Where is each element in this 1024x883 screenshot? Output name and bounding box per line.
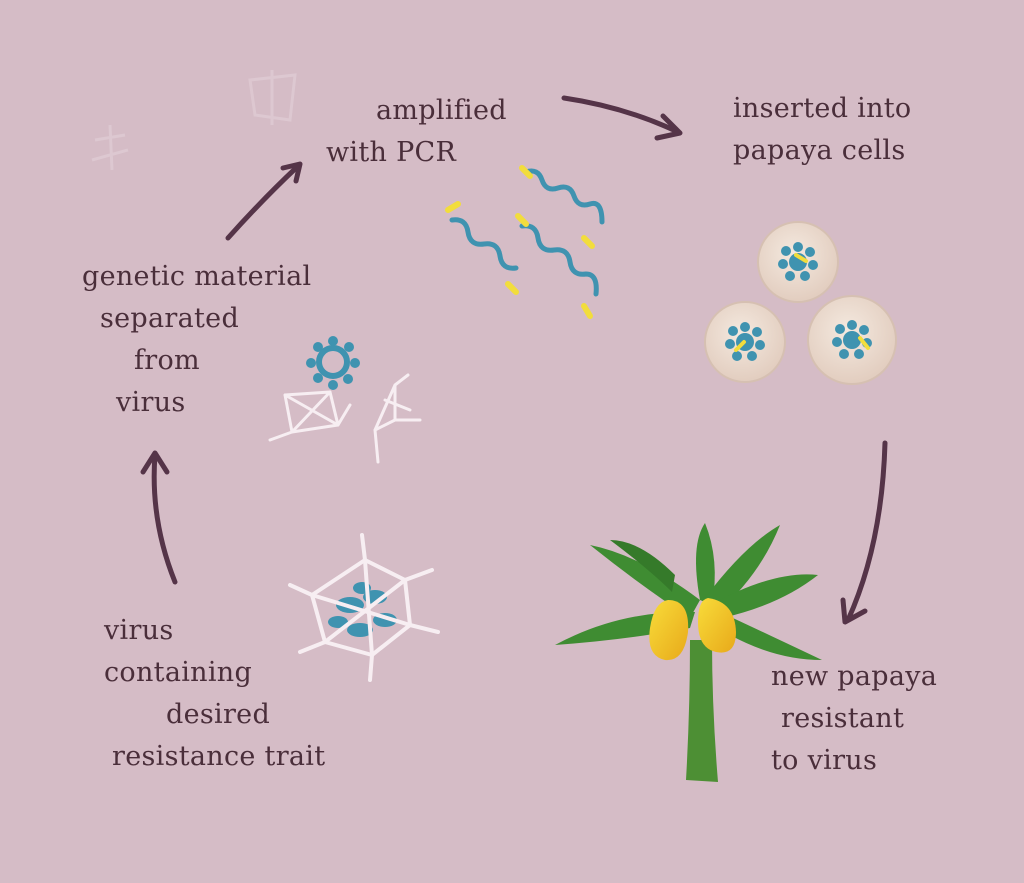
arrow-to-papaya — [840, 440, 888, 625]
papaya-cell — [757, 221, 839, 303]
papaya-cell-icon — [704, 221, 897, 385]
trunk — [686, 640, 718, 782]
arrow-to-amplified — [225, 161, 303, 241]
step-label-inserted: inserted into papaya cells — [733, 93, 912, 166]
dna-strand — [445, 201, 519, 295]
papaya-fruits — [649, 598, 736, 661]
dna-strand-icon — [445, 165, 605, 319]
dna-strand — [519, 165, 605, 249]
virus-shell — [288, 533, 440, 682]
leaves — [555, 523, 822, 660]
arrow-to-inserted — [561, 95, 683, 141]
papaya-cell — [807, 295, 897, 385]
step-label-amplified: amplified with PCR — [326, 95, 507, 168]
step-label-virus: virus containing desired resistance trai… — [104, 615, 326, 772]
capsid-fragments — [268, 373, 422, 464]
faint-sketch-marks — [91, 70, 297, 171]
released-genome — [306, 336, 360, 390]
papaya-cell — [704, 301, 786, 383]
step-label-papaya: new papaya resistant to virus — [771, 661, 938, 776]
papaya-plant-icon — [555, 523, 822, 782]
dna-strand — [515, 213, 599, 319]
step-label-separated: genetic material separated from virus — [82, 261, 312, 418]
split-capsid-icon — [268, 336, 422, 464]
virus-capsid-icon — [288, 533, 440, 682]
cycle-arrows — [140, 95, 888, 625]
arrow-to-separated — [140, 450, 178, 585]
